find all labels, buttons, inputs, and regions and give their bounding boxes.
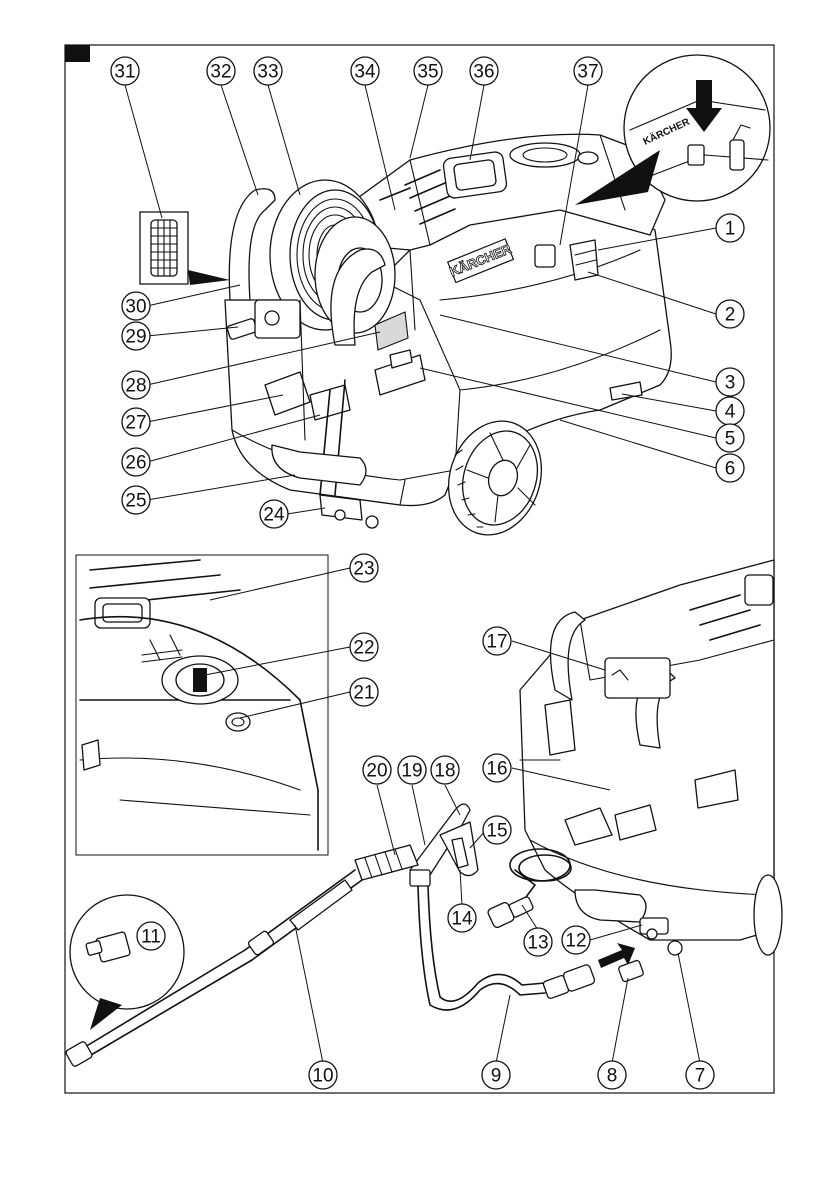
callout-24: 24 (260, 500, 288, 528)
svg-text:25: 25 (125, 491, 146, 512)
callout-27: 27 (122, 408, 150, 436)
callout-37: 37 (574, 57, 602, 85)
callout-29: 29 (122, 322, 150, 350)
svg-text:16: 16 (486, 759, 507, 780)
callout-35: 35 (414, 57, 442, 85)
svg-text:18: 18 (434, 761, 455, 782)
callout-4: 4 (716, 397, 744, 425)
filter-inset (140, 212, 230, 285)
callout-17: 17 (483, 627, 511, 655)
callout-8: 8 (598, 1061, 626, 1089)
svg-text:24: 24 (263, 505, 285, 526)
callout-9: 9 (482, 1061, 510, 1089)
svg-text:2: 2 (725, 305, 736, 326)
svg-text:4: 4 (725, 402, 736, 423)
callout-19: 19 (398, 756, 426, 784)
callout-21: 21 (350, 678, 378, 706)
svg-text:27: 27 (125, 413, 146, 434)
svg-text:23: 23 (353, 559, 374, 580)
svg-text:30: 30 (125, 297, 146, 318)
callout-14: 14 (448, 904, 476, 932)
svg-text:33: 33 (257, 62, 278, 83)
svg-text:1: 1 (725, 219, 736, 240)
callout-12: 12 (562, 926, 590, 954)
callout-34: 34 (351, 57, 379, 85)
svg-text:10: 10 (312, 1066, 333, 1087)
callout-25: 25 (122, 486, 150, 514)
corner-marker (65, 45, 90, 62)
svg-text:34: 34 (354, 62, 376, 83)
rear-view-machine (487, 560, 782, 968)
svg-text:15: 15 (486, 821, 507, 842)
callout-3: 3 (716, 368, 744, 396)
svg-text:3: 3 (725, 373, 736, 394)
svg-text:12: 12 (565, 931, 586, 952)
svg-text:35: 35 (417, 62, 438, 83)
callout-10: 10 (309, 1061, 337, 1089)
svg-text:28: 28 (125, 376, 146, 397)
callout-23: 23 (350, 554, 378, 582)
callout-16: 16 (483, 754, 511, 782)
callout-15: 15 (483, 816, 511, 844)
svg-text:8: 8 (607, 1066, 618, 1087)
control-panel-inset (76, 555, 328, 855)
callout-26: 26 (122, 448, 150, 476)
svg-text:26: 26 (125, 453, 146, 474)
svg-text:32: 32 (210, 62, 231, 83)
callout-11: 11 (137, 922, 165, 950)
svg-text:21: 21 (353, 683, 374, 704)
svg-text:29: 29 (125, 327, 146, 348)
svg-text:5: 5 (725, 429, 736, 450)
callout-18: 18 (431, 756, 459, 784)
callout-1: 1 (716, 214, 744, 242)
callout-6: 6 (716, 454, 744, 482)
svg-text:7: 7 (695, 1066, 706, 1087)
callout-20: 20 (363, 756, 391, 784)
svg-text:9: 9 (491, 1066, 502, 1087)
callout-2: 2 (716, 300, 744, 328)
svg-text:37: 37 (577, 62, 598, 83)
callout-28: 28 (122, 371, 150, 399)
svg-text:13: 13 (527, 933, 548, 954)
callout-31: 31 (111, 57, 139, 85)
callout-33: 33 (254, 57, 282, 85)
callout-22: 22 (350, 633, 378, 661)
svg-text:11: 11 (141, 927, 161, 948)
callout-32: 32 (207, 57, 235, 85)
callout-30: 30 (122, 292, 150, 320)
svg-text:19: 19 (401, 761, 422, 782)
callout-36: 36 (470, 57, 498, 85)
svg-text:22: 22 (353, 638, 374, 659)
svg-text:36: 36 (473, 62, 494, 83)
svg-text:31: 31 (114, 62, 135, 83)
callout-5: 5 (716, 424, 744, 452)
callout-7: 7 (686, 1061, 714, 1089)
svg-text:14: 14 (451, 909, 473, 930)
svg-text:20: 20 (366, 761, 387, 782)
svg-text:17: 17 (486, 632, 507, 653)
callout-13: 13 (524, 928, 552, 956)
svg-text:6: 6 (725, 459, 736, 480)
